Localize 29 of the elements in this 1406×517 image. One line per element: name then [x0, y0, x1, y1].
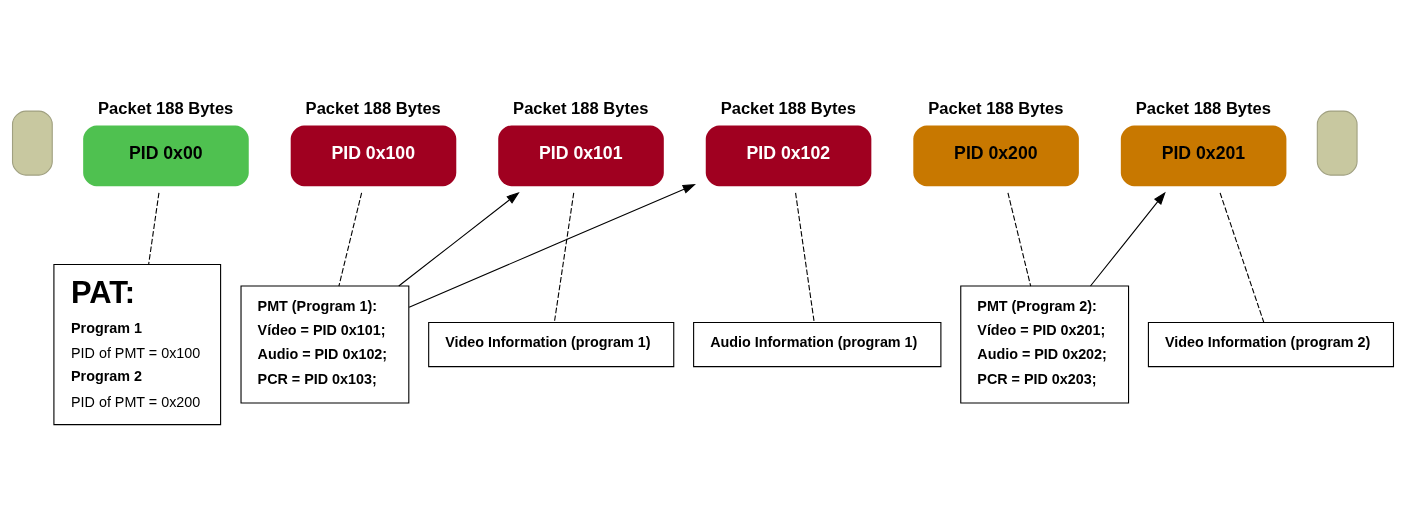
node-box: PMT (Program 2): Vídeo = PID 0x201; Audio = PID 0x202; PCR = PID 0x203;	[960, 285, 1130, 404]
node-box: PID 0x102	[705, 124, 872, 186]
connector	[1007, 191, 1032, 287]
arrow	[1089, 191, 1166, 287]
node-box	[11, 110, 53, 176]
node-label: Packet 188 Bytes	[98, 98, 234, 118]
node-box: Video Information (program 1)	[428, 321, 675, 367]
node-label: Packet 188 Bytes	[720, 98, 856, 118]
node-label: Packet 188 Bytes	[305, 98, 441, 118]
connector	[553, 191, 575, 323]
node-box: PID 0x200	[913, 124, 1079, 186]
node-label: Packet 188 Bytes	[1135, 98, 1271, 118]
node-box: PAT: Program 1 PID of PMT = 0x100 Program 2 PID of PMT = 0x200	[53, 263, 222, 425]
arrow	[408, 183, 696, 308]
node-box: Video Information (program 2)	[1147, 321, 1395, 367]
node-box: PID 0x100	[290, 124, 457, 186]
connector	[338, 191, 363, 287]
node-label: Packet 188 Bytes	[928, 98, 1064, 118]
node-box: PID 0x00	[83, 124, 249, 186]
connector	[795, 191, 815, 323]
node-box: PMT (Program 1): Vídeo = PID 0x101; Audio = PID 0x102; PCR = PID 0x103;	[240, 285, 410, 404]
node-label: Packet 188 Bytes	[513, 98, 649, 118]
node-box	[1316, 110, 1358, 176]
node-box: PID 0x201	[1120, 124, 1287, 186]
node-box: PID 0x101	[498, 124, 664, 186]
connector	[1219, 191, 1265, 323]
arrow	[398, 191, 520, 287]
connector	[148, 191, 160, 265]
node-box: Audio Information (program 1)	[693, 321, 942, 367]
